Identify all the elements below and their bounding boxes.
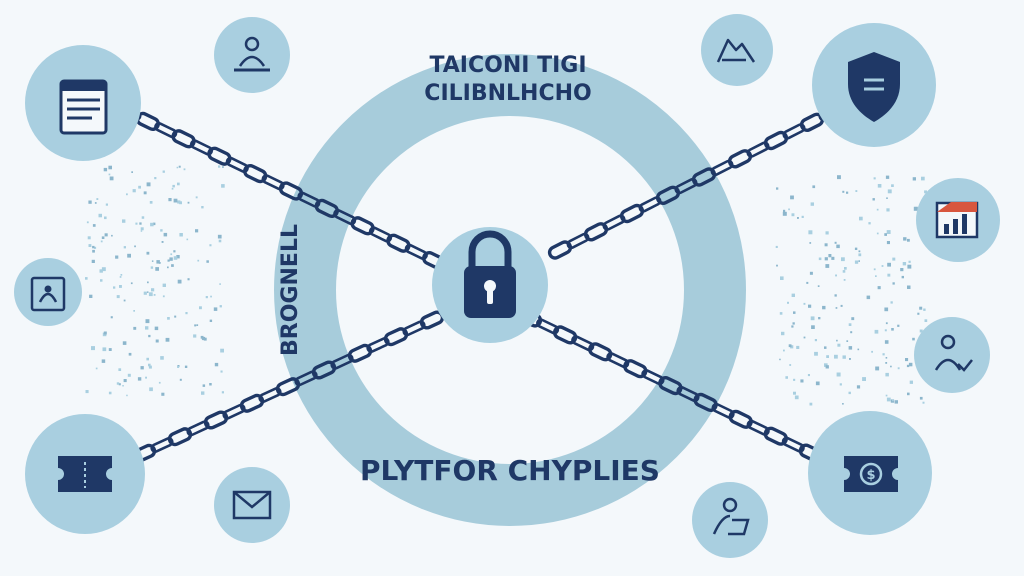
envelope-icon <box>232 490 272 520</box>
padlock-node <box>432 227 548 343</box>
bar-chart-icon <box>935 201 979 239</box>
bubble-document <box>25 45 141 161</box>
shield-icon <box>848 52 900 122</box>
bubble-ticket <box>25 414 145 534</box>
document-icon <box>59 79 108 135</box>
hand-icon <box>716 38 756 63</box>
bubble-shield <box>812 23 936 147</box>
padlock-icon <box>464 230 516 318</box>
ring-label-left: BROGNELL <box>278 224 303 356</box>
person-laptop-icon <box>712 497 750 536</box>
svg-text:$: $ <box>866 468 875 483</box>
person-desk-icon <box>234 36 270 72</box>
ring-label-top-line1: TAICONI TIGI <box>429 53 586 78</box>
central-ring <box>274 54 746 526</box>
user-check-icon <box>934 334 973 372</box>
bubble-person-laptop <box>692 482 768 558</box>
bubble-user-check <box>914 317 990 393</box>
bubble-hand <box>701 14 773 86</box>
bubble-person-desk <box>214 17 290 93</box>
ring-label-top-line2: CILIBNLHCHO <box>424 81 591 106</box>
bubble-bar-chart <box>916 178 1000 262</box>
bubble-id-card <box>14 258 82 326</box>
ticket-icon <box>58 456 112 492</box>
bubble-money: $ <box>808 411 932 535</box>
ring-label-bottom: PLYTFOR CHYPLIES <box>360 454 660 487</box>
particle-cloud-right <box>775 175 928 406</box>
money-icon: $ <box>844 456 898 492</box>
id-card-icon <box>30 276 66 312</box>
bubble-envelope <box>214 467 290 543</box>
particle-cloud-left <box>85 165 225 397</box>
